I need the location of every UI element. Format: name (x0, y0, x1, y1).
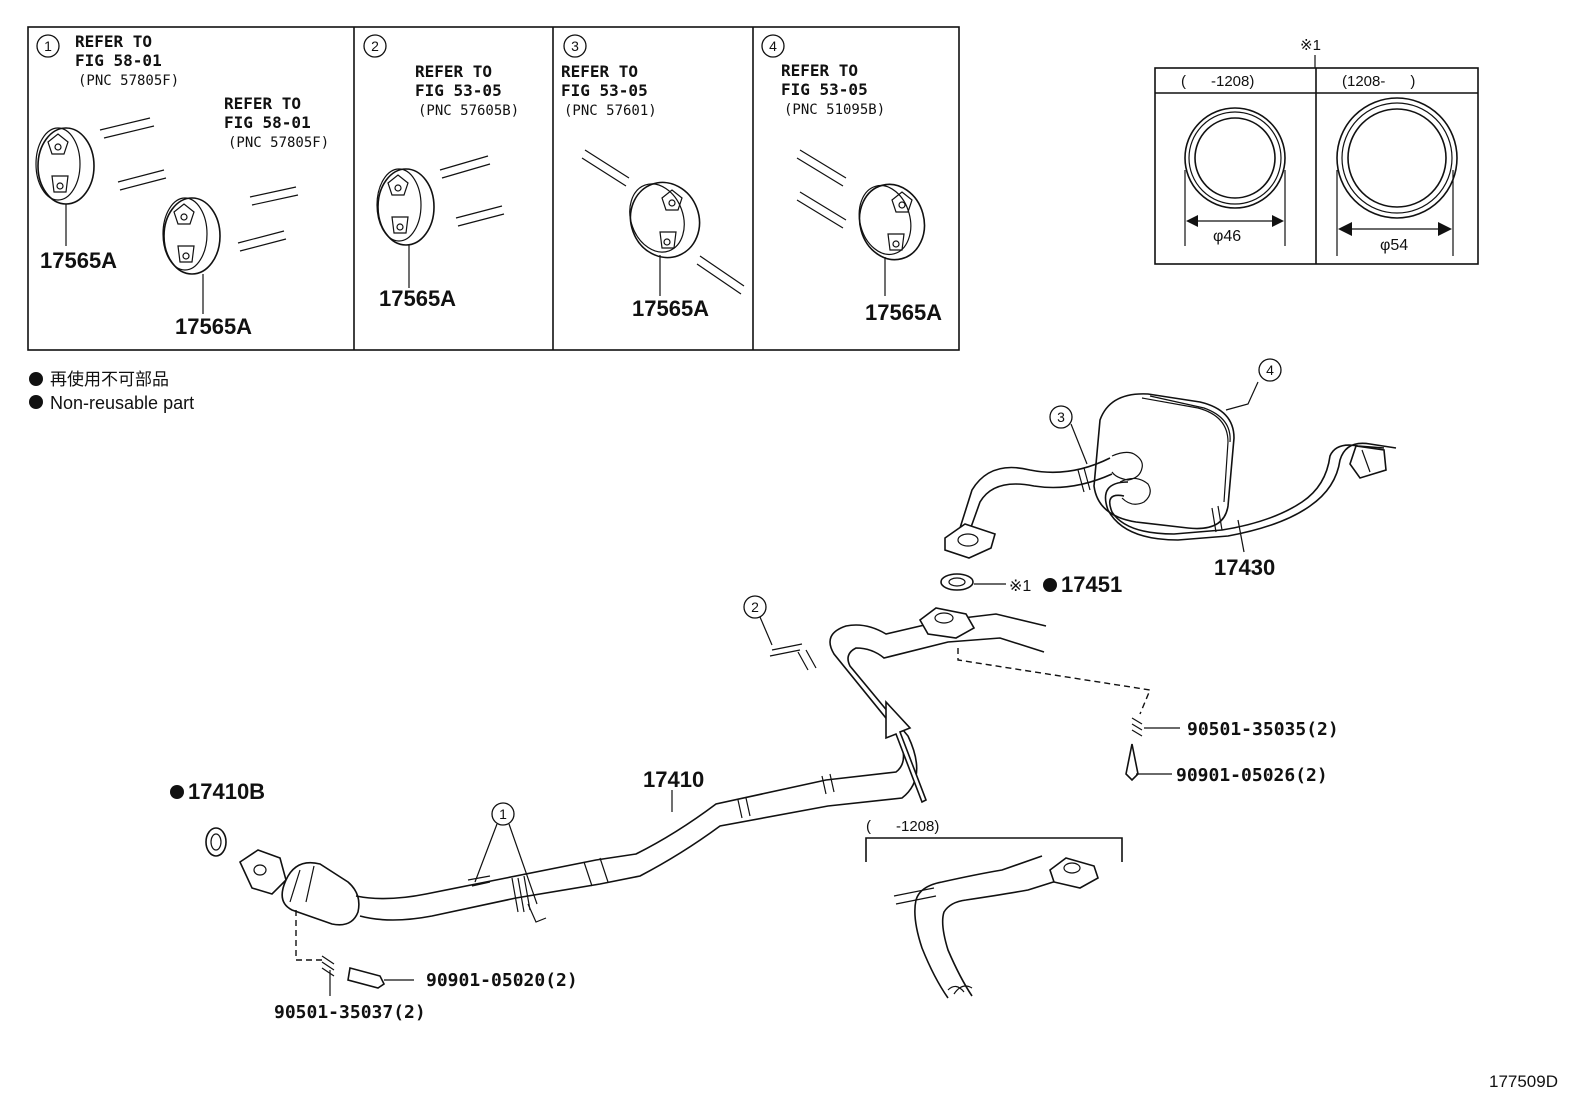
spring-icon (321, 955, 335, 977)
callout-2-circle (743, 595, 767, 619)
non-reusable-bullet-icon (170, 785, 184, 799)
spring-icon (1131, 717, 1143, 737)
panel-3-part: 17565A (632, 296, 709, 321)
part-center-pipe: 17410 (643, 767, 704, 792)
hanger-rubber-icon (35, 127, 95, 205)
inset-label: ( -1208) (866, 818, 939, 835)
part-spring-front: 90501-35037(2) (274, 1002, 426, 1023)
bullet-icon (29, 372, 43, 386)
panel-3-ref-pnc: (PNC 57601) (564, 103, 657, 119)
flange-icon (238, 849, 287, 895)
gasket-col2-dim: φ54 (1380, 237, 1408, 254)
gasket-table-mark: ※1 (1300, 37, 1321, 54)
part-gasket-ref: ※1 (1009, 578, 1031, 595)
hanger-rod-icon (237, 230, 287, 252)
hanger-rod-icon (581, 149, 630, 187)
panel-4-number: 4 (769, 38, 777, 54)
gasket-small-icon (1184, 107, 1286, 246)
panel-4-ref-pnc: (PNC 51095B) (784, 102, 885, 118)
panel-2-ref-line2: FIG 53-05 (415, 81, 502, 100)
direction-arrow-icon (885, 699, 928, 804)
panel-3-number-circle (563, 34, 587, 58)
panel-2-number: 2 (371, 38, 379, 54)
hanger-rod-icon (99, 117, 155, 139)
panel-1-number-circle (36, 34, 60, 58)
callout-1-circle (491, 802, 515, 826)
figure-id: 177509D (1489, 1072, 1558, 1091)
center-pipe (238, 607, 1047, 926)
hanger-rubber-icon (376, 168, 435, 246)
panel-4: 4 REFER TO FIG 53-05 (PNC 51095B) 17565A (761, 34, 942, 325)
panel-4-ref-line2: FIG 53-05 (781, 80, 868, 99)
hanger-rod-icon (455, 205, 505, 227)
panel-1-ref-b-pnc: (PNC 57805F) (228, 135, 329, 151)
panel-3-ref-line2: FIG 53-05 (561, 81, 648, 100)
hanger-rod-icon (696, 255, 745, 295)
hanger-rod-icon (796, 149, 847, 187)
hanger-rubber-icon (162, 197, 221, 275)
callout-3-circle (1049, 405, 1073, 429)
callout-4-circle (1258, 358, 1282, 382)
gasket-size-table: ※1 ( -1208) (1208- ) φ46 φ54 (1154, 37, 1479, 265)
callouts: 3 4 2 1 (474, 358, 1282, 905)
gasket-large-icon (1336, 97, 1458, 256)
panel-1-part-b: 17565A (175, 314, 252, 339)
bolt-icon (1125, 743, 1139, 782)
front-fasteners (295, 910, 414, 996)
bolt-icon (347, 967, 386, 989)
non-reusable-bullet-icon (1043, 578, 1057, 592)
rear-fasteners (957, 648, 1180, 782)
hanger-rod-icon (117, 169, 167, 191)
panel-4-number-circle (761, 34, 785, 58)
panel-3-ref-line1: REFER TO (561, 62, 638, 81)
hanger-rubber-icon (629, 181, 701, 259)
part-gasket: 17451 (1061, 572, 1122, 597)
panel-4-ref-line1: REFER TO (781, 61, 858, 80)
panel-1-part-a: 17565A (40, 248, 117, 273)
callout-2: 2 (751, 599, 759, 615)
hanger-rod-icon (796, 191, 847, 229)
legend-line2: Non-reusable part (50, 393, 194, 413)
part-spring-rear: 90501-35035(2) (1187, 719, 1339, 740)
gasket-col1-dim: φ46 (1213, 228, 1241, 245)
panel-1-ref-b-line2: FIG 58-01 (224, 113, 311, 132)
panel-2-ref-line1: REFER TO (415, 62, 492, 81)
bullet-icon (29, 395, 43, 409)
panel-1-ref-a-pnc: (PNC 57805F) (78, 73, 179, 89)
callout-4: 4 (1266, 362, 1274, 378)
panel-2-part: 17565A (379, 286, 456, 311)
muffler-assembly (944, 381, 1397, 559)
inset-variant: ( -1208) (865, 818, 1123, 999)
part-bolt-front: 90901-05020(2) (426, 970, 578, 991)
panel-1-ref-b-line1: REFER TO (224, 94, 301, 113)
front-gasket-icon (205, 827, 227, 857)
catalytic-converter-icon (281, 861, 360, 926)
panel-2-ref-pnc: (PNC 57605B) (418, 103, 519, 119)
gasket-icon (940, 573, 1006, 591)
part-front-gasket: 17410B (188, 779, 265, 804)
hanger-rod-icon (439, 155, 491, 179)
gasket-col2-header: (1208- ) (1342, 73, 1415, 90)
panel-3-number: 3 (571, 38, 579, 54)
part-muffler: 17430 (1214, 555, 1275, 580)
part-bolt-rear: 90901-05026(2) (1176, 765, 1328, 786)
panel-4-part: 17565A (865, 300, 942, 325)
legend-line1: 再使用不可部品 (50, 369, 169, 389)
panel-1-ref-a-line1: REFER TO (75, 32, 152, 51)
panel-1-ref-a-line2: FIG 58-01 (75, 51, 162, 70)
gasket-col1-header: ( -1208) (1181, 73, 1254, 90)
callout-1: 1 (499, 806, 507, 822)
hanger-rod-icon (249, 186, 299, 206)
callout-3: 3 (1057, 409, 1065, 425)
panel-2-number-circle (363, 34, 387, 58)
legend: 再使用不可部品 Non-reusable part (29, 369, 194, 413)
muffler-icon (1093, 393, 1235, 530)
panel-3: 3 REFER TO FIG 53-05 (PNC 57601) 17565A (561, 34, 745, 321)
reference-panels (27, 26, 960, 351)
panel-2: 2 REFER TO FIG 53-05 (PNC 57605B) 17565A (363, 34, 519, 311)
panel-1-number: 1 (44, 38, 52, 54)
hanger-rubber-icon (858, 183, 926, 261)
panel-1: 1 REFER TO FIG 58-01 (PNC 57805F) REFER … (35, 32, 329, 339)
